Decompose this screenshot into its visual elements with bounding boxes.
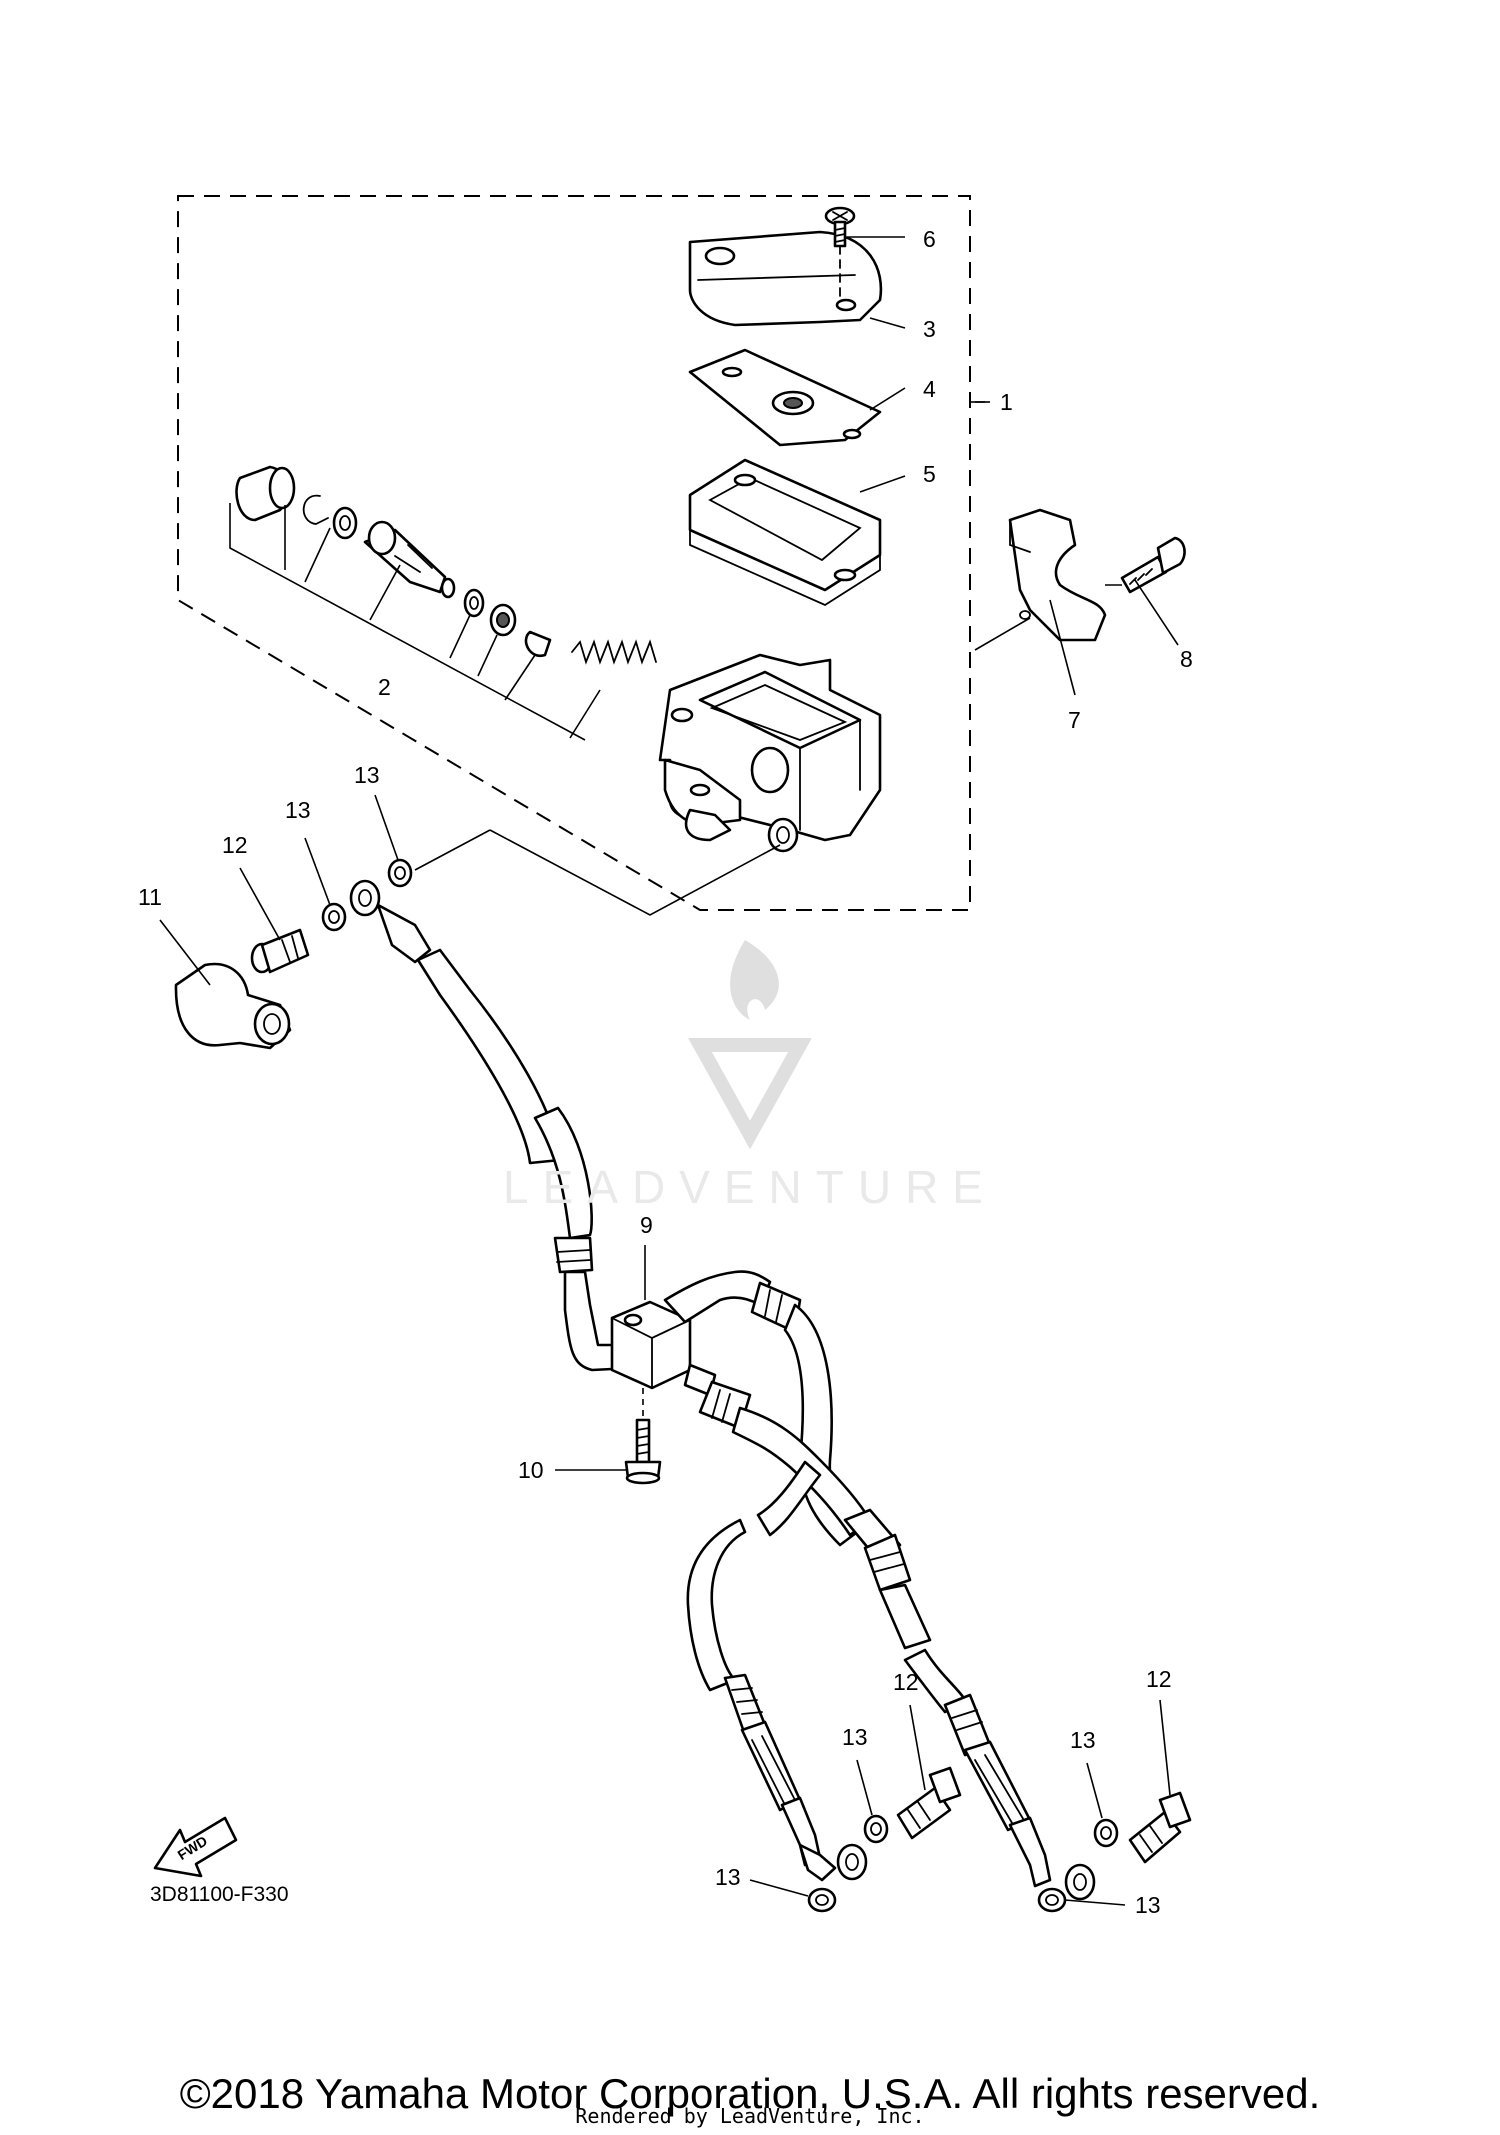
reservoir-cap xyxy=(688,230,883,327)
union-bolt-lower-left xyxy=(896,1766,962,1840)
diaphragm-plate xyxy=(688,348,882,447)
front-hose-right xyxy=(843,1508,1096,1901)
callout-2: 2 xyxy=(378,674,391,700)
handlebar-holder xyxy=(1008,508,1107,642)
cap-screw xyxy=(824,206,856,301)
brake-switch xyxy=(174,962,292,1050)
callout-5: 5 xyxy=(923,461,936,487)
callout-11: 11 xyxy=(138,884,162,910)
union-bolt-upper xyxy=(250,928,310,974)
callout-8: 8 xyxy=(1180,646,1193,672)
callout-7: 7 xyxy=(1068,707,1081,733)
callout-3: 3 xyxy=(923,316,936,342)
callout-13-upper-b: 13 xyxy=(354,762,380,788)
brake-hose xyxy=(416,948,634,1372)
callout-10: 10 xyxy=(518,1457,544,1483)
watermark-text: LEADVENTURE xyxy=(503,1161,997,1213)
front-hose-left xyxy=(686,1460,868,1882)
callout-1: 1 xyxy=(1000,389,1013,415)
callout-13-lower-c: 13 xyxy=(715,1864,741,1890)
fwd-arrow: FWD xyxy=(153,1816,238,1878)
callout-13-upper-a: 13 xyxy=(285,797,311,823)
reservoir-gasket xyxy=(688,458,882,607)
copyright-notice: ©2018 Yamaha Motor Corporation, U.S.A. A… xyxy=(179,2070,1321,2117)
callout-13-lower-b: 13 xyxy=(1070,1727,1096,1753)
holder-bolt xyxy=(974,536,1186,651)
callout-12-lower-right: 12 xyxy=(1146,1666,1172,1692)
leader-lines xyxy=(159,236,1179,1906)
copper-washers-lower xyxy=(807,1814,1119,1913)
banjo-fitting-upper xyxy=(349,879,432,964)
callout-6: 6 xyxy=(923,226,936,252)
callout-13-lower-a: 13 xyxy=(842,1724,868,1750)
joint-bolt xyxy=(624,1388,662,1485)
rendered-by-notice: Rendered by LeadVenture, Inc. xyxy=(575,2104,925,2128)
watermark-logo xyxy=(688,940,812,1150)
union-bolt-lower-right xyxy=(1128,1791,1192,1864)
master-cylinder-body xyxy=(658,653,882,853)
piston-kit xyxy=(229,465,657,741)
callout-9: 9 xyxy=(640,1212,653,1238)
assembly-boundary xyxy=(177,195,971,911)
diagram-code: 3D81100-F330 xyxy=(150,1883,289,1906)
callout-13-lower-d: 13 xyxy=(1135,1892,1161,1918)
callout-4: 4 xyxy=(923,376,936,402)
callout-12-lower-left: 12 xyxy=(893,1669,919,1695)
copper-washer-upper xyxy=(321,858,413,932)
callouts: 1 2 3 4 5 6 7 8 9 10 11 12 12 12 13 13 1… xyxy=(138,226,1193,1918)
callout-12-upper: 12 xyxy=(222,832,248,858)
